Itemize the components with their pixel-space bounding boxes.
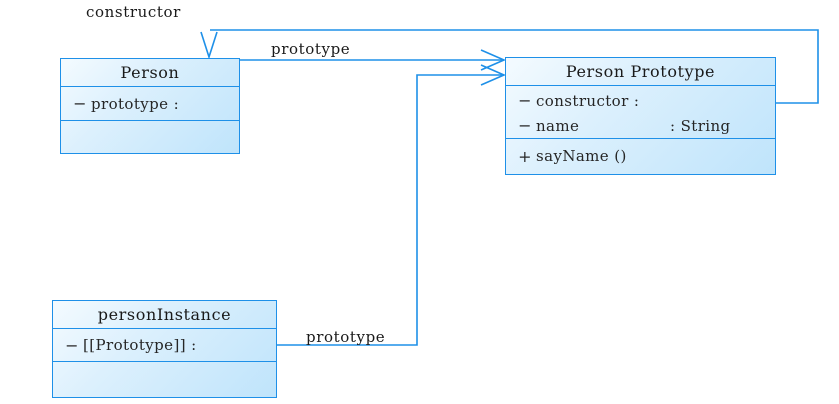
attributes-section-person-prototype: − constructor : − name : String [506,86,775,139]
method-member: sayName () [536,147,775,165]
visibility-marker: − [73,94,87,113]
methods-section-person [61,121,239,152]
class-box-person[interactable]: Person − prototype : [60,58,240,154]
attribute-row: − name : String [506,113,775,138]
attributes-section-person-instance: − [[Prototype]] : [53,329,276,362]
attribute-type: : String [670,116,731,135]
edge-label-constructor: constructor [86,3,181,21]
attribute-row: − constructor : [506,88,775,113]
class-title-person-prototype: Person Prototype [506,58,775,86]
attribute-member: name : String [536,117,775,135]
attribute-member: prototype : [91,95,239,113]
attributes-section-person: − prototype : [61,87,239,121]
attribute-member: [[Prototype]] : [83,336,276,354]
edge-constructor [200,29,819,104]
visibility-marker: − [518,91,532,110]
visibility-marker: + [518,146,532,166]
attribute-row: − [[Prototype]] : [53,329,276,361]
edge-prototype-bottom [277,64,507,346]
class-box-person-prototype[interactable]: Person Prototype − constructor : − name … [505,57,776,175]
class-box-person-instance[interactable]: personInstance − [[Prototype]] : [52,300,277,398]
edge-prototype-top [240,49,507,71]
method-row: + sayName () [506,139,775,173]
visibility-marker: − [518,116,532,135]
method-name: sayName () [536,147,627,165]
attribute-name: prototype : [91,94,180,113]
attribute-name: name [536,116,580,135]
edge-label-prototype-top: prototype [271,40,351,58]
attribute-row: − prototype : [61,87,239,120]
methods-section-person-instance [53,362,276,396]
methods-section-person-prototype: + sayName () [506,139,775,174]
visibility-marker: − [65,335,79,355]
attribute-name: constructor : [536,91,640,110]
class-title-person: Person [61,59,239,87]
attribute-member: constructor : [536,92,775,110]
attribute-name: [[Prototype]] : [83,336,197,354]
edge-label-prototype-bottom: prototype [306,328,386,346]
class-title-person-instance: personInstance [53,301,276,329]
